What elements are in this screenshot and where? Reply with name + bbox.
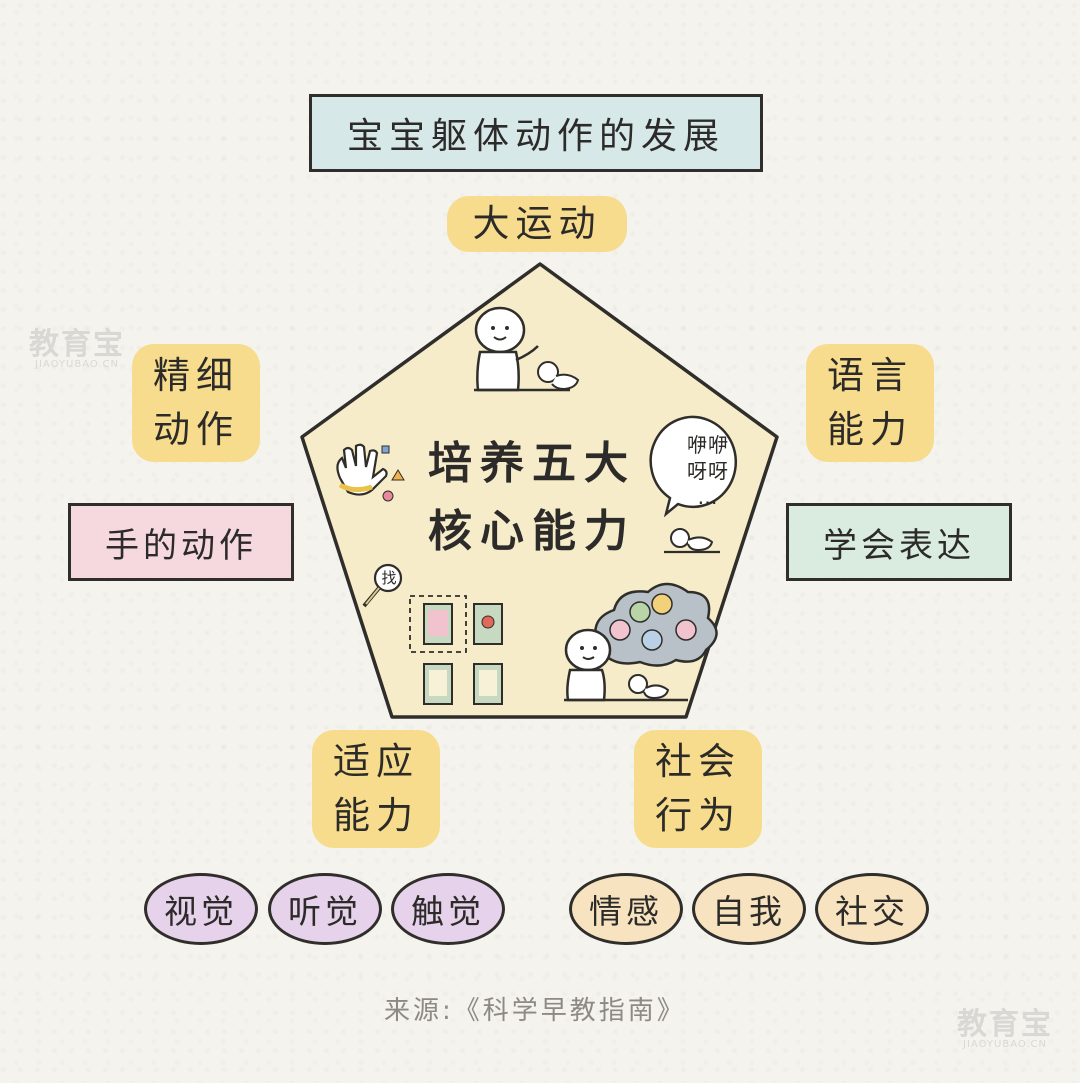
magnifier-icon: [362, 563, 403, 608]
parent-baby-top-illustration: [474, 306, 580, 392]
speech-bubble: [649, 415, 738, 518]
label-social-line2: 行为: [655, 794, 741, 837]
parent-baby-bottom-illustration: [564, 628, 688, 702]
label-adaptive-line1: 适应: [333, 740, 419, 784]
title-text: 宝宝躯体动作的发展: [346, 116, 725, 157]
hand-illustration: [336, 443, 405, 502]
speech-bubble-line1: 咿咿: [687, 433, 729, 457]
center-title: 培养五大 核心能力: [412, 430, 652, 566]
label-social: 社会 行为: [634, 730, 762, 848]
crawling-baby-illustration: [664, 528, 720, 554]
pill-emotion-text: 情感: [589, 892, 663, 931]
label-adaptive: 适应 能力: [312, 730, 440, 848]
learn-express-box: 学会表达: [786, 503, 1012, 581]
label-language: 语言 能力: [806, 344, 934, 462]
pill-self: 自我: [692, 873, 806, 945]
hand-action-text: 手的动作: [105, 525, 257, 566]
hand-action-box: 手的动作: [68, 503, 294, 581]
watermark-left: 教育宝 JIAOYUBAO.CN: [18, 330, 136, 370]
picture-cards: [409, 595, 503, 705]
pill-socializing-text: 社交: [835, 892, 909, 931]
learn-express-text: 学会表达: [823, 525, 975, 566]
watermark-url: JIAOYUBAO.CN: [963, 1039, 1047, 1050]
label-gross-motor-text: 大运动: [472, 202, 602, 246]
label-language-line1: 语言: [827, 354, 913, 398]
source-credit: 来源:《科学早教指南》: [384, 996, 686, 1026]
watermark-url: JIAOYUBAO.CN: [35, 359, 119, 370]
emotion-cloud: [594, 582, 718, 667]
label-adaptive-line2: 能力: [333, 794, 419, 837]
watermark-brand: 教育宝: [957, 1007, 1053, 1042]
label-fine-motor: 精细 动作: [132, 344, 260, 462]
center-title-line1: 培养五大: [428, 438, 636, 489]
speech-bubble-line3: …: [697, 485, 719, 509]
label-language-line2: 能力: [827, 408, 913, 451]
label-gross-motor: 大运动: [447, 196, 627, 252]
watermark-right: 教育宝 JIAOYUBAO.CN: [946, 1010, 1064, 1050]
title-box: 宝宝躯体动作的发展: [309, 94, 763, 172]
pill-self-text: 自我: [712, 892, 786, 931]
pill-hearing-text: 听觉: [288, 892, 362, 931]
pill-socializing: 社交: [815, 873, 929, 945]
pill-emotion: 情感: [569, 873, 683, 945]
center-title-line2: 核心能力: [428, 506, 636, 558]
speech-bubble-text: 咿咿 呀呀 …: [676, 432, 740, 510]
pill-touch: 触觉: [391, 873, 505, 945]
magnifier-label: 找: [381, 569, 397, 587]
label-fine-motor-line2: 动作: [153, 408, 239, 451]
pill-hearing: 听觉: [268, 873, 382, 945]
speech-bubble-line2: 呀呀: [687, 459, 729, 483]
watermark-brand: 教育宝: [29, 327, 125, 362]
pill-touch-text: 触觉: [411, 892, 485, 931]
label-fine-motor-line1: 精细: [153, 354, 239, 398]
pill-vision-text: 视觉: [164, 892, 238, 931]
pill-vision: 视觉: [144, 873, 258, 945]
label-social-line1: 社会: [655, 740, 741, 784]
